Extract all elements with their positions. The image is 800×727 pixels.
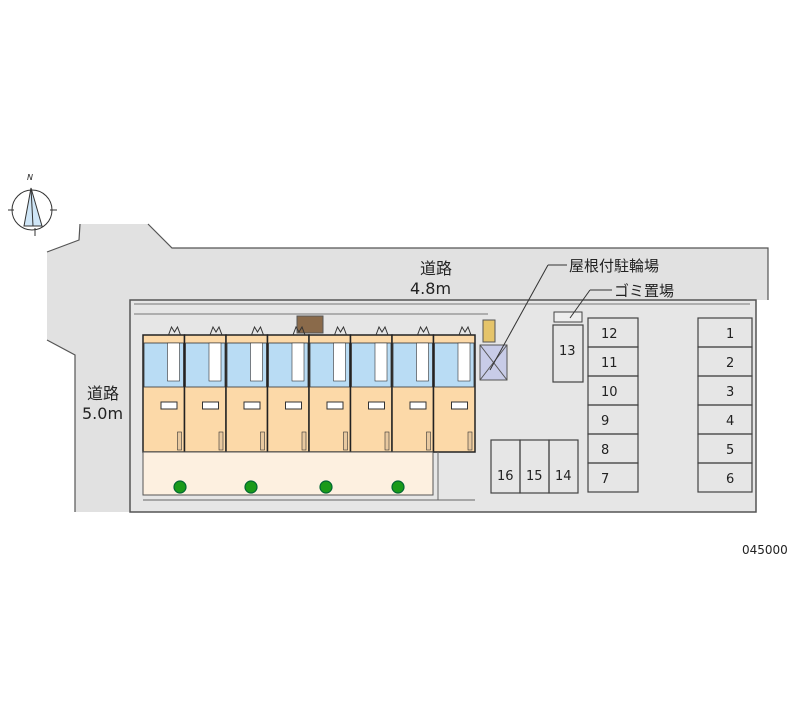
road-area bbox=[47, 224, 768, 512]
apartment-unit bbox=[266, 325, 310, 453]
north-label: N bbox=[27, 173, 33, 182]
unit-bath bbox=[208, 342, 222, 382]
parking-space-number: 6 bbox=[726, 472, 734, 487]
apartment-unit bbox=[308, 325, 352, 453]
unit-bath bbox=[167, 342, 180, 382]
parking-space-number: 2 bbox=[726, 356, 734, 371]
garbage-area bbox=[553, 311, 583, 323]
garbage-callout-line bbox=[569, 289, 591, 319]
parking-space-number: 7 bbox=[601, 472, 609, 487]
unit-desk bbox=[285, 401, 302, 410]
parking-space-number: 9 bbox=[601, 414, 609, 429]
unit-closet bbox=[343, 431, 348, 451]
bike-parking-label: 屋根付駐輪場 bbox=[569, 257, 659, 275]
unit-closet bbox=[301, 431, 307, 451]
unit-closet bbox=[426, 431, 431, 451]
bike-rack bbox=[482, 319, 496, 343]
parking-space-number: 15 bbox=[526, 469, 543, 484]
bike-callout-line bbox=[489, 264, 549, 371]
garbage-label: ゴミ置場 bbox=[614, 282, 674, 300]
apartment-unit bbox=[391, 325, 435, 453]
unit-bath bbox=[416, 342, 429, 382]
parking-space bbox=[548, 439, 579, 494]
top-road-width: 4.8m bbox=[410, 279, 451, 298]
apartment-unit bbox=[183, 325, 227, 453]
unit-desk bbox=[243, 401, 261, 410]
parking-space bbox=[587, 462, 639, 493]
top-road-name: 道路 bbox=[420, 259, 452, 278]
parking-space-number: 13 bbox=[559, 344, 576, 359]
unit-closet bbox=[384, 431, 390, 451]
road-edge bbox=[46, 223, 81, 253]
unit-ac-mark bbox=[251, 325, 264, 336]
parking-space-number: 11 bbox=[601, 356, 618, 371]
unit-closet bbox=[218, 431, 224, 451]
tree-icon bbox=[173, 480, 187, 494]
parking-space-number: 16 bbox=[497, 469, 514, 484]
trees bbox=[173, 480, 405, 494]
north-compass-icon bbox=[8, 187, 57, 236]
unit-desk bbox=[326, 401, 344, 410]
unit-ac-mark bbox=[417, 325, 430, 336]
parking-space-number: 4 bbox=[726, 414, 734, 429]
garden bbox=[142, 451, 434, 496]
bike-parking-mark bbox=[479, 344, 508, 381]
parking-space-number: 3 bbox=[726, 385, 734, 400]
unit-ac-mark bbox=[375, 325, 389, 336]
parking-space bbox=[697, 462, 753, 493]
tree-icon bbox=[319, 480, 333, 494]
road-edge bbox=[147, 223, 769, 300]
parking-space-number: 12 bbox=[601, 327, 618, 342]
unit-closet bbox=[467, 431, 473, 451]
unit-bath bbox=[374, 342, 388, 382]
unit-ac-mark bbox=[334, 325, 347, 336]
tree-icon bbox=[391, 480, 405, 494]
apartment-unit bbox=[225, 325, 269, 453]
garbage-mat bbox=[296, 315, 324, 334]
left-road-width: 5.0m bbox=[82, 404, 123, 423]
unit-desk bbox=[202, 401, 219, 410]
parking-space-number: 8 bbox=[601, 443, 609, 458]
apartment-unit bbox=[432, 325, 476, 453]
unit-closet bbox=[177, 431, 182, 451]
unit-bath bbox=[457, 342, 471, 382]
unit-bath bbox=[291, 342, 305, 382]
apartment-units bbox=[142, 325, 476, 453]
unit-desk bbox=[451, 401, 468, 410]
apartment-unit bbox=[142, 325, 186, 453]
unit-ac-mark bbox=[292, 325, 306, 336]
parking-space bbox=[552, 324, 584, 383]
road-edge bbox=[46, 339, 76, 512]
property-code: 045000 bbox=[742, 543, 788, 557]
parking-space-number: 5 bbox=[726, 443, 734, 458]
unit-desk bbox=[409, 401, 427, 410]
unit-bath bbox=[250, 342, 263, 382]
unit-desk bbox=[160, 401, 178, 410]
parking-space-number: 10 bbox=[601, 385, 618, 400]
tree-icon bbox=[244, 480, 258, 494]
apartment-unit bbox=[349, 325, 393, 453]
parking-space-number: 1 bbox=[726, 327, 734, 342]
unit-ac-mark bbox=[458, 325, 472, 336]
unit-bath bbox=[333, 342, 346, 382]
unit-ac-mark bbox=[168, 325, 181, 336]
left-road-name: 道路 bbox=[87, 384, 119, 403]
unit-desk bbox=[368, 401, 385, 410]
parking-space-number: 14 bbox=[555, 469, 572, 484]
unit-closet bbox=[260, 431, 265, 451]
unit-ac-mark bbox=[209, 325, 223, 336]
